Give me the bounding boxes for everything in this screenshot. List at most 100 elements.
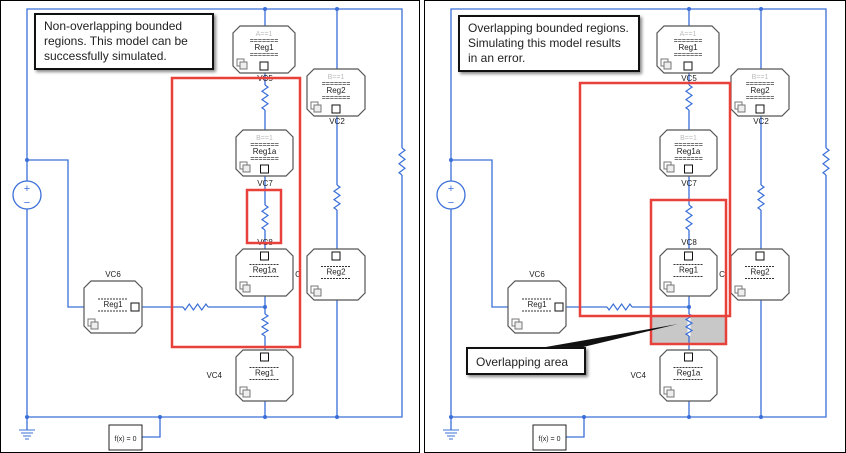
block-label: Reg1 xyxy=(678,43,698,52)
source-minus: − xyxy=(24,197,30,209)
note-overlapping: Overlapping bounded regions. Simulating … xyxy=(458,15,640,72)
port-label: VC7 xyxy=(257,179,273,188)
solver-label: f(x) = 0 xyxy=(115,436,137,443)
port-label: VC2 xyxy=(753,117,769,126)
resistor-icon xyxy=(756,184,766,211)
port-icon xyxy=(554,302,564,312)
port-label: VC5 xyxy=(681,74,697,83)
block-divider: ======= xyxy=(322,95,351,102)
callout-pointer xyxy=(540,324,678,349)
block-label: Reg1 xyxy=(103,300,123,309)
subsystem-icon xyxy=(313,104,322,113)
block-condition: B==1 xyxy=(256,135,273,142)
block-divider: ======= xyxy=(250,142,279,149)
port-icon xyxy=(331,251,341,261)
block-divider: ======= xyxy=(250,38,279,45)
source-plus: + xyxy=(448,183,454,195)
port-icon xyxy=(260,164,269,174)
block-divider: ======= xyxy=(674,142,703,149)
block-condition: A==1 xyxy=(256,31,273,38)
solver-label: f(x) = 0 xyxy=(539,436,561,443)
port-label: VC6 xyxy=(529,270,545,279)
callout-overlapping-area: Overlapping area xyxy=(466,347,586,375)
solver-wire xyxy=(566,417,585,438)
block-label: Reg1a xyxy=(677,147,701,156)
block-divider: ======= xyxy=(250,52,279,59)
voltage-source-icon xyxy=(436,180,466,210)
junction-dot xyxy=(335,7,339,11)
source-plus: + xyxy=(24,183,30,195)
port-label: VC6 xyxy=(105,270,121,279)
block-divider: ======= xyxy=(674,52,703,59)
block-side-label: C xyxy=(719,270,725,279)
left-branch-wire xyxy=(27,159,84,308)
solver-configuration-block xyxy=(532,424,567,451)
bounded-region xyxy=(578,81,732,318)
port-icon xyxy=(684,352,693,362)
bounded-region xyxy=(649,198,728,346)
resistor-icon xyxy=(260,84,270,111)
port-icon xyxy=(684,251,693,261)
resistor-icon xyxy=(606,302,633,312)
block-condition: B==1 xyxy=(680,135,697,142)
block-low xyxy=(659,248,718,297)
solver-configuration-block xyxy=(108,424,143,451)
block-label: Reg1 xyxy=(527,300,547,309)
bounded-region xyxy=(170,76,302,349)
block-label: Reg1a xyxy=(677,369,701,378)
outer-wire xyxy=(450,8,827,418)
block-low xyxy=(235,248,294,297)
subsystem-icon xyxy=(242,164,251,173)
port-label: VC2 xyxy=(329,117,345,126)
subsystem-icon xyxy=(666,284,675,293)
subsystem-icon xyxy=(90,321,99,330)
subsystem-icon xyxy=(663,61,672,70)
subsystem-icon xyxy=(242,389,251,398)
block-side-label: C xyxy=(295,270,301,279)
source-minus: − xyxy=(448,197,454,209)
block-divider: ======= xyxy=(746,95,775,102)
subsystem-icon xyxy=(239,61,248,70)
junction-dot xyxy=(263,305,267,309)
block-condition: B==1 xyxy=(328,74,345,81)
subsystem-icon xyxy=(313,288,322,297)
port-icon xyxy=(683,61,693,71)
junction-dot xyxy=(25,158,29,162)
resistor-icon xyxy=(182,302,209,312)
block-right-low xyxy=(306,248,366,301)
port-icon xyxy=(259,61,269,71)
block-right-top xyxy=(306,68,366,117)
port-label: VC8 xyxy=(681,238,697,247)
junction-dot xyxy=(759,7,763,11)
block-condition: A==1 xyxy=(680,31,697,38)
note-non-overlapping: Non-overlapping bounded regions. This mo… xyxy=(34,13,214,70)
port-icon xyxy=(755,104,765,114)
block-bottom xyxy=(235,349,294,402)
resistor-icon xyxy=(398,147,406,176)
block-divider: ======= xyxy=(250,156,279,163)
port-label: VC4 xyxy=(206,371,222,380)
junction-dot xyxy=(687,415,691,419)
block-top xyxy=(232,25,296,74)
port-icon xyxy=(130,302,140,312)
resistor-icon xyxy=(260,313,270,337)
junction-dot xyxy=(687,7,691,11)
port-icon xyxy=(755,251,765,261)
junction-dot xyxy=(449,158,453,162)
solver-wire xyxy=(142,417,161,438)
port-label: VC7 xyxy=(681,179,697,188)
block-label: Reg2 xyxy=(326,268,346,277)
resistor-icon xyxy=(260,204,270,231)
voltage-source-icon xyxy=(12,180,42,210)
junction-dot xyxy=(687,305,691,309)
junction-dot xyxy=(263,415,267,419)
left-branch-wire xyxy=(451,159,508,308)
resistor-icon xyxy=(332,184,342,211)
subsystem-icon xyxy=(737,288,746,297)
block-label: Reg2 xyxy=(326,86,346,95)
block-label: Reg1 xyxy=(255,369,275,378)
resistor-icon xyxy=(822,147,830,176)
junction-dot xyxy=(759,415,763,419)
